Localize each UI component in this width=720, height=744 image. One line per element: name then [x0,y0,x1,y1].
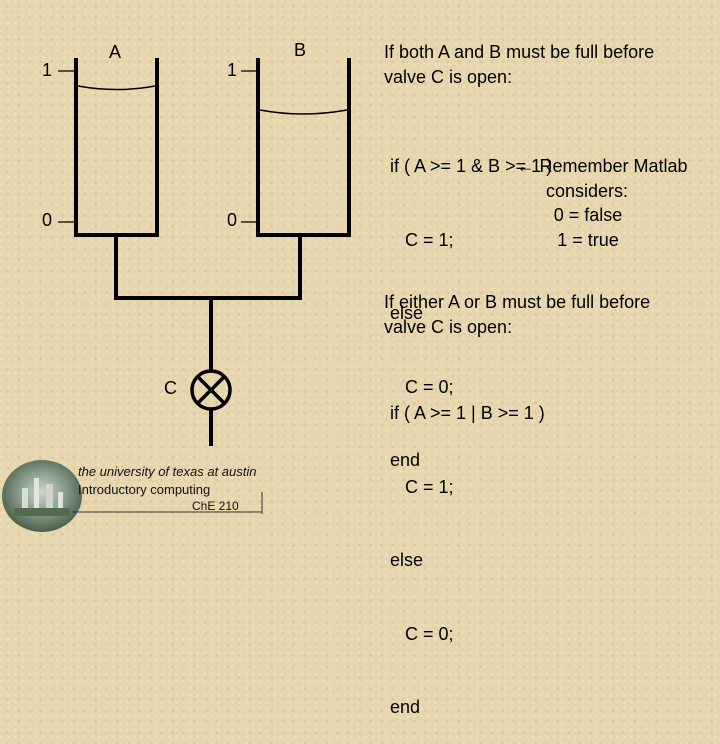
tank-a-high-level: 1 [42,60,53,80]
matlab-note: ← Remember Matlab considers: 0 = false 1… [502,154,702,252]
tank-a [74,58,159,235]
and-code-line: C = 0; [390,376,454,397]
matlab-note-line: 0 = false [553,205,623,225]
and-code-line: end [390,450,421,470]
and-case-code: if ( A >= 1 & B >= 1 ) C = 1; else C = 0… [390,105,552,497]
or-code-line: end [390,697,421,717]
piping [74,233,351,446]
logo-course-number: ChE 210 [192,499,239,513]
or-case-heading-line-2: valve C is open: [384,317,513,337]
tank-a-label: A [109,42,122,62]
logo-university: the university of texas at austin [78,464,257,479]
logo-course-title: Introductory computing [78,482,211,497]
logo-photo [2,460,82,532]
or-code-line: if ( A >= 1 | B >= 1 ) [390,403,545,423]
matlab-note-line: ← Remember Matlab [516,156,688,176]
valve-c-label: C [164,378,177,398]
tank-a-low-level: 0 [42,210,53,230]
and-code-line: if ( A >= 1 & B >= 1 ) [390,156,553,176]
and-case-heading-line-1: If both A and B must be full before [384,42,655,62]
or-case-heading-line-1: If either A or B must be full before [384,292,651,312]
or-code-line: else [390,550,424,570]
tank-b [256,58,351,235]
or-case-code: if ( A >= 1 | B >= 1 ) C = 1; else C = 0… [390,352,545,744]
and-code-line: else [390,303,424,323]
tank-valve-diagram [2,58,351,532]
tank-b-label: B [294,40,307,60]
tank-b-high-level: 1 [227,60,238,80]
or-code-line: C = 0; [390,623,454,644]
matlab-note-line: 1 = true [557,229,619,250]
matlab-note-line: considers: [545,180,629,201]
and-code-line: C = 1; [390,229,454,250]
level-ticks [58,70,258,223]
tank-b-low-level: 0 [227,210,238,230]
valve-c-symbol [190,369,232,411]
and-case-heading-line-2: valve C is open: [384,67,513,87]
or-code-line: C = 1; [390,476,454,497]
